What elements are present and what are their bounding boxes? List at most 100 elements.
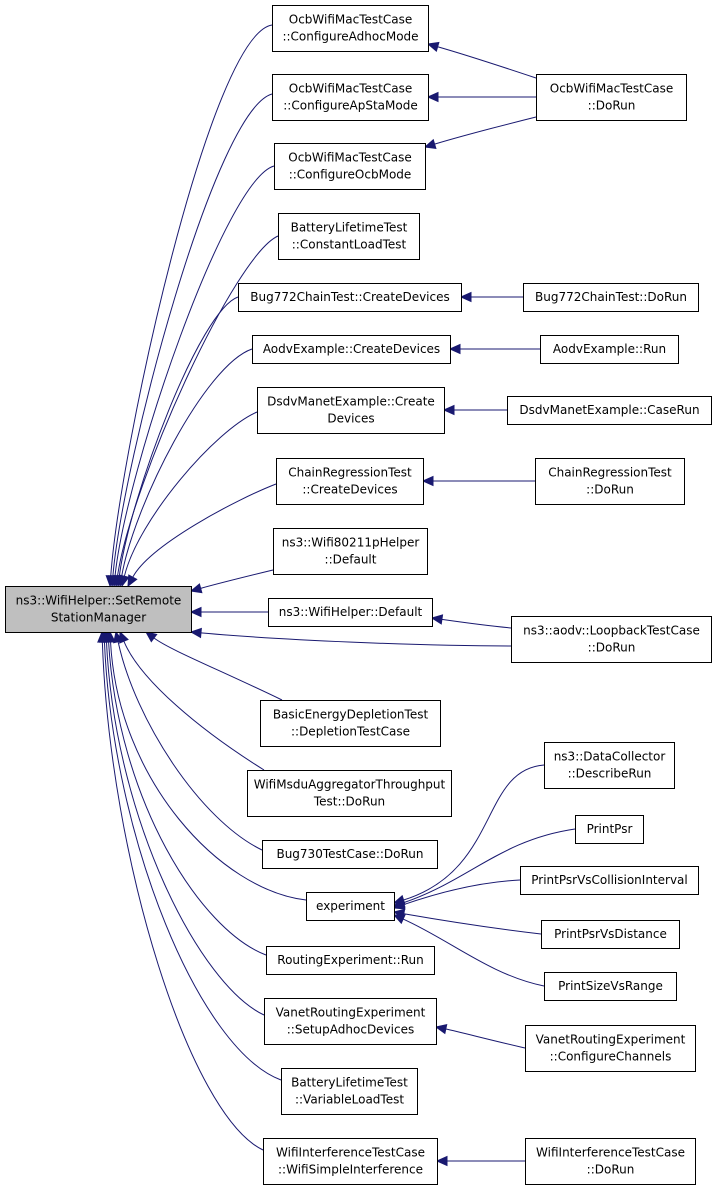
node-chain-dorun[interactable]: ChainRegressionTest::DoRun xyxy=(535,458,685,505)
edge-printpsr_dist-to-experiment xyxy=(392,908,542,935)
node-label-line: OcbWifiMacTestCase xyxy=(289,13,412,27)
node-label-line: WifiInterferenceTestCase xyxy=(276,1146,425,1160)
node-vanet-setup[interactable]: VanetRoutingExperiment::SetupAdhocDevice… xyxy=(264,998,437,1045)
edge-line xyxy=(105,641,265,1016)
node-box xyxy=(276,458,424,505)
node-bug772-create[interactable]: Bug772ChainTest::CreateDevices xyxy=(238,283,462,312)
edge-arrow-icon xyxy=(145,631,158,643)
node-printpsr-dist[interactable]: PrintPsrVsDistance xyxy=(541,920,680,949)
edge-interf_dorun-to-interf_simple xyxy=(435,1155,525,1167)
node-label-line: BatteryLifetimeTest xyxy=(291,221,408,235)
node-label-line: ns3::WifiHelper::SetRemote xyxy=(16,594,182,608)
edge-line xyxy=(101,641,264,1151)
edge-arrow-icon xyxy=(189,583,203,594)
edge-line xyxy=(445,1028,526,1049)
node-label-line: PrintPsrVsCollisionInterval xyxy=(531,873,688,887)
node-loopback-dorun[interactable]: ns3::aodv::LoopbackTestCase::DoRun xyxy=(511,616,712,663)
edge-arrow-icon xyxy=(448,343,461,355)
node-printpsr-coll[interactable]: PrintPsrVsCollisionInterval xyxy=(520,866,699,895)
node-chain-create[interactable]: ChainRegressionTest::CreateDevices xyxy=(276,458,424,505)
node-box xyxy=(525,1138,696,1185)
edge-arrow-icon xyxy=(430,614,444,625)
node-aodv-create[interactable]: AodvExample::CreateDevices xyxy=(252,335,451,364)
node-dsdv-create[interactable]: DsdvManetExample::CreateDevices xyxy=(257,387,445,434)
node-wifihelper-default[interactable]: ns3::WifiHelper::Default xyxy=(268,598,433,627)
edge-line xyxy=(110,641,307,901)
edge-line xyxy=(441,618,512,629)
node-battery-var[interactable]: BatteryLifetimeTest::VariableLoadTest xyxy=(281,1068,418,1115)
node-ocb-ocb[interactable]: OcbWifiMacTestCase::ConfigureOcbMode xyxy=(274,143,426,190)
node-box xyxy=(274,143,426,190)
edge-line xyxy=(403,764,545,901)
node-label-line: ns3::DataCollector xyxy=(554,750,666,764)
node-printpsr[interactable]: PrintPsr xyxy=(575,815,644,844)
node-datacollector[interactable]: ns3::DataCollector::DescribeRun xyxy=(544,742,675,789)
node-bug772-dorun[interactable]: Bug772ChainTest::DoRun xyxy=(523,283,699,312)
edge-ocb_dorun-to-ocb_adhoc xyxy=(426,41,537,79)
node-label-line: OcbWifiMacTestCase xyxy=(289,82,412,96)
edge-arrow-icon xyxy=(189,627,202,639)
edge-arrow-icon xyxy=(426,41,440,52)
node-box xyxy=(575,815,644,844)
node-box xyxy=(281,1068,418,1115)
node-label-line: WifiInterferenceTestCase xyxy=(536,1146,685,1160)
node-label-line: BasicEnergyDepletionTest xyxy=(273,708,429,722)
node-box xyxy=(257,387,445,434)
edge-line xyxy=(132,483,277,578)
edge-line xyxy=(116,235,279,577)
edge-loopback_dorun-to-wifihelper_default xyxy=(430,614,512,629)
node-box xyxy=(252,335,451,364)
node-vanet-config[interactable]: VanetRoutingExperiment::ConfigureChannel… xyxy=(525,1025,696,1072)
node-label-line: BatteryLifetimeTest xyxy=(291,1076,408,1090)
node-box xyxy=(306,892,395,921)
node-experiment[interactable]: experiment xyxy=(306,892,395,921)
edge-wifihelper_default-to-root xyxy=(189,606,268,618)
node-label-line: Bug730TestCase::DoRun xyxy=(276,847,423,861)
node-printsize[interactable]: PrintSizeVsRange xyxy=(544,972,677,1001)
edge-line xyxy=(112,93,273,577)
node-routing-run[interactable]: RoutingExperiment::Run xyxy=(266,946,435,975)
edge-interf_simple-to-root xyxy=(97,630,264,1151)
node-wifi80211p-default[interactable]: ns3::Wifi80211pHelper::Default xyxy=(273,528,428,575)
edge-dsdv_create-to-root xyxy=(119,411,258,588)
edge-arrow-icon xyxy=(127,574,138,588)
node-label-line: ChainRegressionTest xyxy=(548,466,672,480)
edge-chain_dorun-to-chain_create xyxy=(421,475,535,487)
node-aodv-run[interactable]: AodvExample::Run xyxy=(540,335,679,364)
node-interf-dorun[interactable]: WifiInterferenceTestCase::DoRun xyxy=(525,1138,696,1185)
edge-line xyxy=(117,641,263,851)
edge-line xyxy=(153,637,283,701)
edge-arrow-icon xyxy=(459,291,472,303)
edge-arrow-icon xyxy=(434,1023,448,1035)
node-ocb-adhoc[interactable]: OcbWifiMacTestCase::ConfigureAdhocMode xyxy=(272,5,429,52)
node-label-line: AodvExample::CreateDevices xyxy=(263,342,440,356)
node-label-line: ::DepletionTestCase xyxy=(291,725,410,739)
node-basic-energy[interactable]: BasicEnergyDepletionTest::DepletionTestC… xyxy=(260,700,441,747)
node-ocb-apsta[interactable]: OcbWifiMacTestCase::ConfigureApStaMode xyxy=(272,74,429,121)
edge-ocb_dorun-to-ocb_apsta xyxy=(426,91,537,103)
node-box xyxy=(263,1138,438,1185)
node-interf-simple[interactable]: WifiInterferenceTestCase::WifiSimpleInte… xyxy=(263,1138,438,1185)
node-box xyxy=(536,74,687,121)
edge-vanet_config-to-vanet_setup xyxy=(434,1023,526,1049)
node-label-line: ::WifiSimpleInterference xyxy=(278,1163,423,1177)
node-label-line: VanetRoutingExperiment xyxy=(536,1033,686,1047)
edge-bug730_dorun-to-root xyxy=(113,630,263,851)
node-ocb-dorun[interactable]: OcbWifiMacTestCase::DoRun xyxy=(536,74,687,121)
edge-arrow-icon xyxy=(97,630,108,643)
node-dsdv-caserun[interactable]: DsdvManetExample::CaseRun xyxy=(507,396,712,425)
node-box xyxy=(5,586,192,633)
node-label-line: ::DoRun xyxy=(587,1163,635,1177)
node-label-line: ns3::aodv::LoopbackTestCase xyxy=(523,624,700,638)
node-box xyxy=(273,528,428,575)
edge-line xyxy=(200,569,274,589)
node-battery-const[interactable]: BatteryLifetimeTest::ConstantLoadTest xyxy=(278,213,420,260)
node-bug730-dorun[interactable]: Bug730TestCase::DoRun xyxy=(262,840,438,869)
node-label-line: ::Default xyxy=(325,553,377,567)
node-label-line: ::VariableLoadTest xyxy=(295,1093,404,1107)
edge-line xyxy=(403,828,576,904)
node-label-line: ns3::WifiHelper::Default xyxy=(279,605,423,619)
